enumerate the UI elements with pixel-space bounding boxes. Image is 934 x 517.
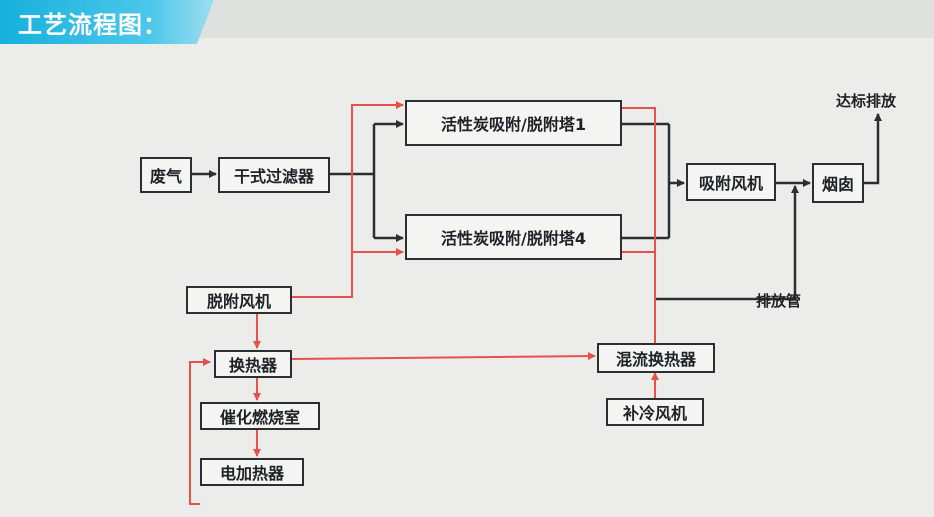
node-tower-1: 活性炭吸附/脱附塔1 <box>405 100 622 146</box>
edge-chimney-to-emission <box>864 113 882 185</box>
node-heat-exchanger: 换热器 <box>214 350 292 378</box>
node-cooling-fan: 补冷风机 <box>606 398 704 426</box>
edge-exhaust-pipe <box>656 185 799 301</box>
node-tower-4: 活性炭吸附/脱附塔4 <box>405 214 622 260</box>
edge-tower1-to-mix <box>622 107 656 344</box>
node-adsorb-fan: 吸附风机 <box>686 163 776 201</box>
title-banner: 工艺流程图： <box>0 0 214 44</box>
label-compliant-emission: 达标排放 <box>836 92 897 110</box>
edge-desorb-to-tower1 <box>351 101 404 252</box>
edge-desorb-fan-to-towers <box>292 252 353 298</box>
node-mix-heat-exchanger: 混流换热器 <box>597 343 715 373</box>
node-chimney: 烟囱 <box>812 163 864 203</box>
node-electric-heater: 电加热器 <box>200 458 304 486</box>
label-exhaust-pipe: 排放管 <box>756 292 802 310</box>
edge-exchanger-to-mix <box>291 352 596 361</box>
node-waste-gas: 废气 <box>140 157 192 193</box>
diagram-title: 工艺流程图： <box>18 11 168 39</box>
node-desorb-fan: 脱附风机 <box>186 286 292 314</box>
node-dry-filter: 干式过滤器 <box>218 157 330 193</box>
edge-heater-return <box>189 358 211 505</box>
node-catalytic-chamber: 催化燃烧室 <box>200 402 320 430</box>
